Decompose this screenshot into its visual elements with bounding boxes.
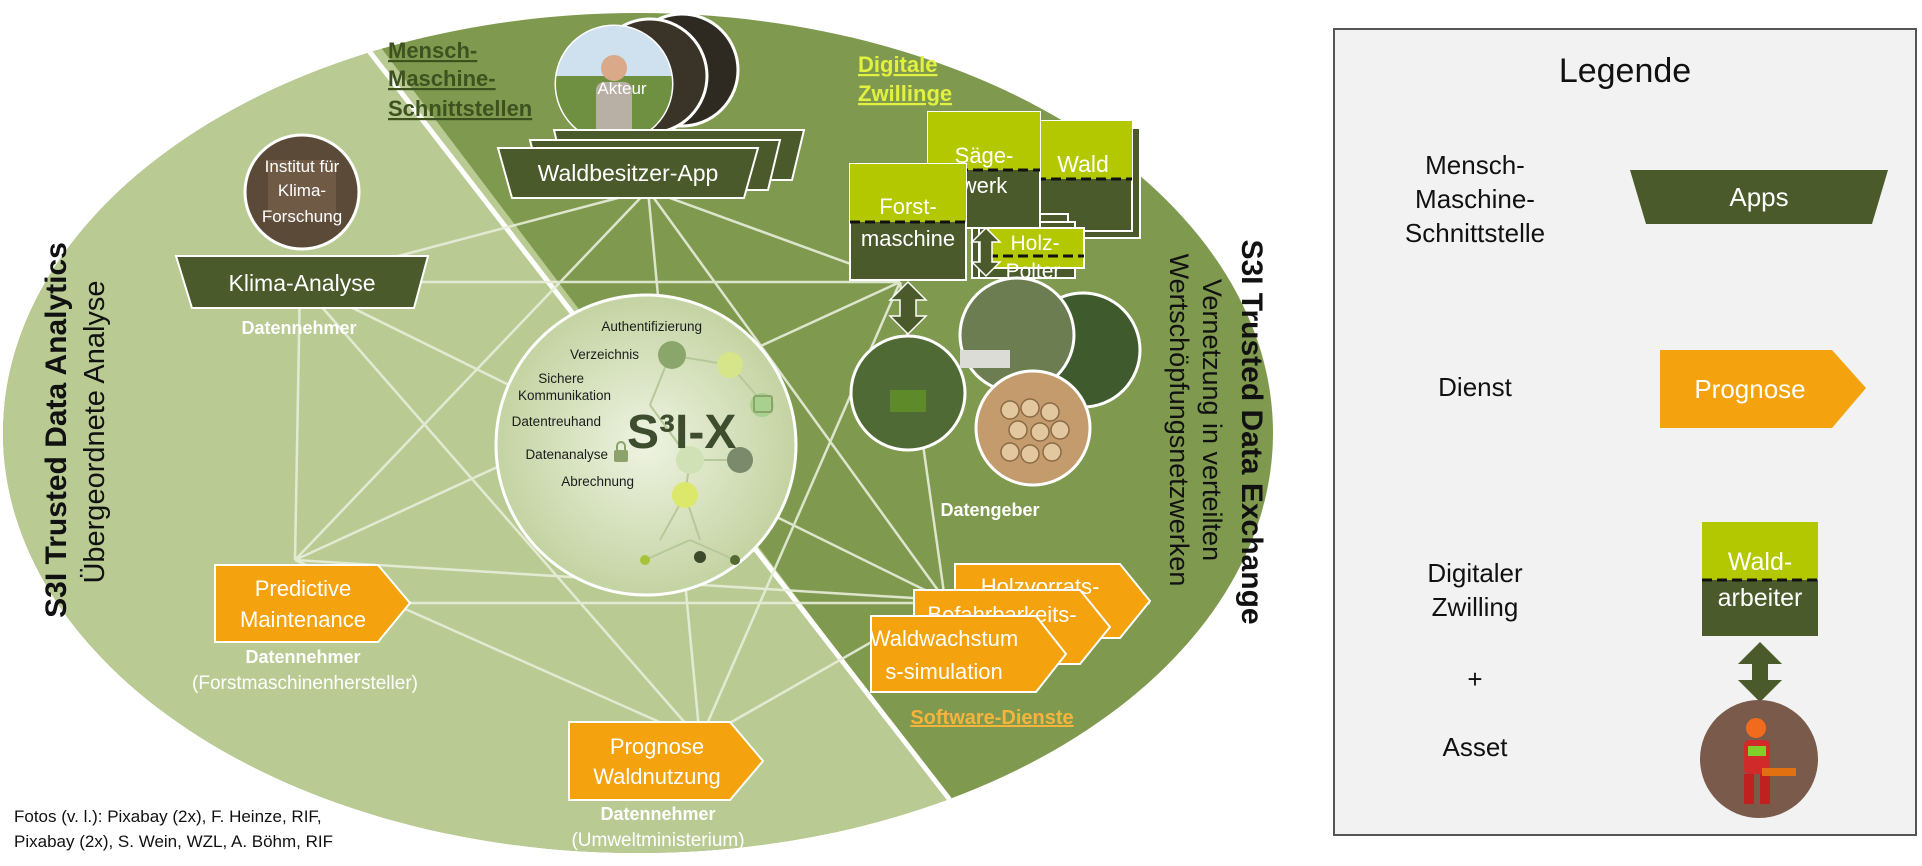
- prognose-waldnutzung-line2: Waldnutzung: [593, 764, 721, 789]
- legend-apps-label: Apps: [1729, 182, 1788, 212]
- legend-hmi-line3: Schnittstelle: [1404, 218, 1546, 248]
- klima-analyse-app[interactable]: Klima-Analyse: [174, 255, 430, 309]
- exchange-subtitle-line2: Wertschöpfungsnetzwerken: [1164, 254, 1194, 587]
- exchange-title: S3I Trusted Data Exchange Vernetzung in …: [1164, 239, 1268, 624]
- institut-label-line2: Klima-: [278, 181, 326, 200]
- monitor-icon: [753, 395, 773, 413]
- legend-asset-label: Asset: [1442, 732, 1508, 762]
- twin-forstmaschine-line1: Forst-: [879, 194, 936, 219]
- legend-double-arrow: [1738, 642, 1782, 702]
- twin-saegewerk-line2: werk: [960, 173, 1008, 198]
- s3i-x-logo: S³I-X: [627, 406, 736, 459]
- hmi-label-line2: Maschine-: [388, 66, 496, 91]
- predictive-datennehmer-label: Datennehmer: [245, 647, 360, 667]
- analytics-subtitle-text: Übergeordnete Analyse: [79, 280, 111, 583]
- legend-hmi-line1: Mensch-: [1425, 150, 1525, 180]
- software-dienste-label: Software-Dienste: [910, 707, 1073, 729]
- exchange-subtitle-line1: Vernetzung in verteilten: [1197, 279, 1227, 561]
- service-waldwachstum-line1: Waldwachstum: [870, 626, 1018, 651]
- legend-twin-line2: Zwilling: [1431, 592, 1519, 622]
- prognose-datennehmer-label: Datennehmer: [600, 804, 715, 824]
- datengeber-label: Datengeber: [940, 500, 1039, 520]
- function-verzeichnis: Verzeichnis: [570, 347, 639, 362]
- photo-credits: Fotos (v. l.): Pixabay (2x), F. Heinze, …: [14, 804, 333, 854]
- twin-holzpolter-line1: Holz-: [1010, 232, 1059, 255]
- credits-line1: Fotos (v. l.): Pixabay (2x), F. Heinze, …: [14, 807, 322, 826]
- predictive-line2: Maintenance: [240, 607, 366, 632]
- function-datenanalyse: Datenanalyse: [525, 447, 608, 462]
- s3i-x-hub: S³I-X Authentifizierung Verzeichnis Sich…: [494, 293, 798, 597]
- function-abrechnung: Abrechnung: [561, 474, 634, 489]
- legend-twin-label: Digitaler Zwilling: [1375, 556, 1575, 624]
- prognose-waldnutzung-line1: Prognose: [610, 734, 704, 759]
- legend-panel: Legende Mensch- Maschine- Schnittstelle …: [1333, 28, 1917, 836]
- function-authentifizierung: Authentifizierung: [601, 319, 702, 334]
- institut-label-line3: Forschung: [262, 207, 342, 226]
- legend-asset-photo: [1700, 700, 1818, 818]
- institut-photo: Institut für Klima- Forschung: [243, 133, 361, 251]
- twin-forstmaschine-line2: maschine: [861, 226, 955, 251]
- twin-wald[interactable]: Wald: [1035, 120, 1141, 239]
- legend-twin-box-line1: Wald-: [1728, 548, 1792, 576]
- function-datentreuhand: Datentreuhand: [512, 414, 601, 429]
- function-sichere: Sichere: [538, 371, 584, 386]
- forstmaschinenhersteller-label: (Forstmaschinenhersteller): [192, 673, 418, 694]
- service-prognose-waldnutzung[interactable]: Prognose Waldnutzung: [568, 721, 765, 801]
- legend-title: Legende: [1558, 52, 1692, 90]
- umweltministerium-label: (Umweltministerium): [571, 830, 744, 851]
- waldbesitzer-app[interactable]: Waldbesitzer-App: [496, 129, 806, 199]
- legend-twin-box-line2: arbeiter: [1718, 584, 1803, 612]
- analytics-region: [3, 13, 950, 853]
- twins-section-label: Digitale Zwillinge: [858, 52, 952, 106]
- hmi-section-label: Mensch- Maschine- Schnittstellen: [388, 38, 532, 121]
- asset-photos: [849, 276, 1142, 487]
- twin-forstmaschine[interactable]: Forst- maschine: [849, 163, 967, 281]
- waldbesitzer-app-label: Waldbesitzer-App: [538, 160, 719, 186]
- legend-app-shape: Apps: [1630, 170, 1888, 224]
- twin-asset-arrow: [888, 280, 928, 336]
- twin-wald-label: Wald: [1057, 151, 1109, 177]
- predictive-line1: Predictive: [255, 576, 352, 601]
- legend-twin-shape: Wald- arbeiter: [1702, 522, 1818, 636]
- hmi-label-line1: Mensch-: [388, 38, 477, 63]
- legend-plus: +: [1467, 664, 1483, 694]
- lock-icon: [614, 441, 628, 462]
- twins-label-line1: Digitale: [858, 52, 937, 77]
- hmi-label-line3: Schnittstellen: [388, 96, 532, 121]
- klima-analyse-label: Klima-Analyse: [229, 270, 376, 296]
- legend-prognose-label: Prognose: [1694, 374, 1805, 404]
- legend-hmi-label: Mensch- Maschine- Schnittstelle: [1375, 148, 1575, 250]
- klima-datennehmer-label: Datennehmer: [241, 318, 356, 338]
- institut-label-line1: Institut für: [265, 157, 340, 176]
- analytics-title-text: S3I Trusted Data Analytics: [40, 242, 73, 618]
- function-kommunikation: Kommunikation: [518, 388, 611, 403]
- legend-twin-line1: Digitaler: [1427, 558, 1523, 588]
- service-waldwachstum-line2: s-simulation: [885, 659, 1002, 684]
- akteur-label: Akteur: [597, 79, 646, 98]
- analytics-title: S3I Trusted Data Analytics Übergeordnete…: [40, 242, 111, 618]
- service-waldwachstum[interactable]: Waldwachstum s-simulation: [870, 615, 1068, 693]
- molecule-decoration: [640, 341, 774, 565]
- exchange-title-text: S3I Trusted Data Exchange: [1235, 239, 1268, 624]
- legend-dienst-label: Dienst: [1438, 372, 1512, 402]
- service-predictive-maintenance[interactable]: Predictive Maintenance: [214, 564, 412, 643]
- twins-label-line2: Zwillinge: [858, 81, 952, 106]
- twin-asset-arrow-2: [970, 226, 1002, 278]
- credits-line2: Pixabay (2x), S. Wein, WZL, A. Böhm, RIF: [14, 832, 333, 851]
- legend-hmi-line2: Maschine-: [1415, 184, 1535, 214]
- legend-service-shape: Prognose: [1660, 350, 1866, 428]
